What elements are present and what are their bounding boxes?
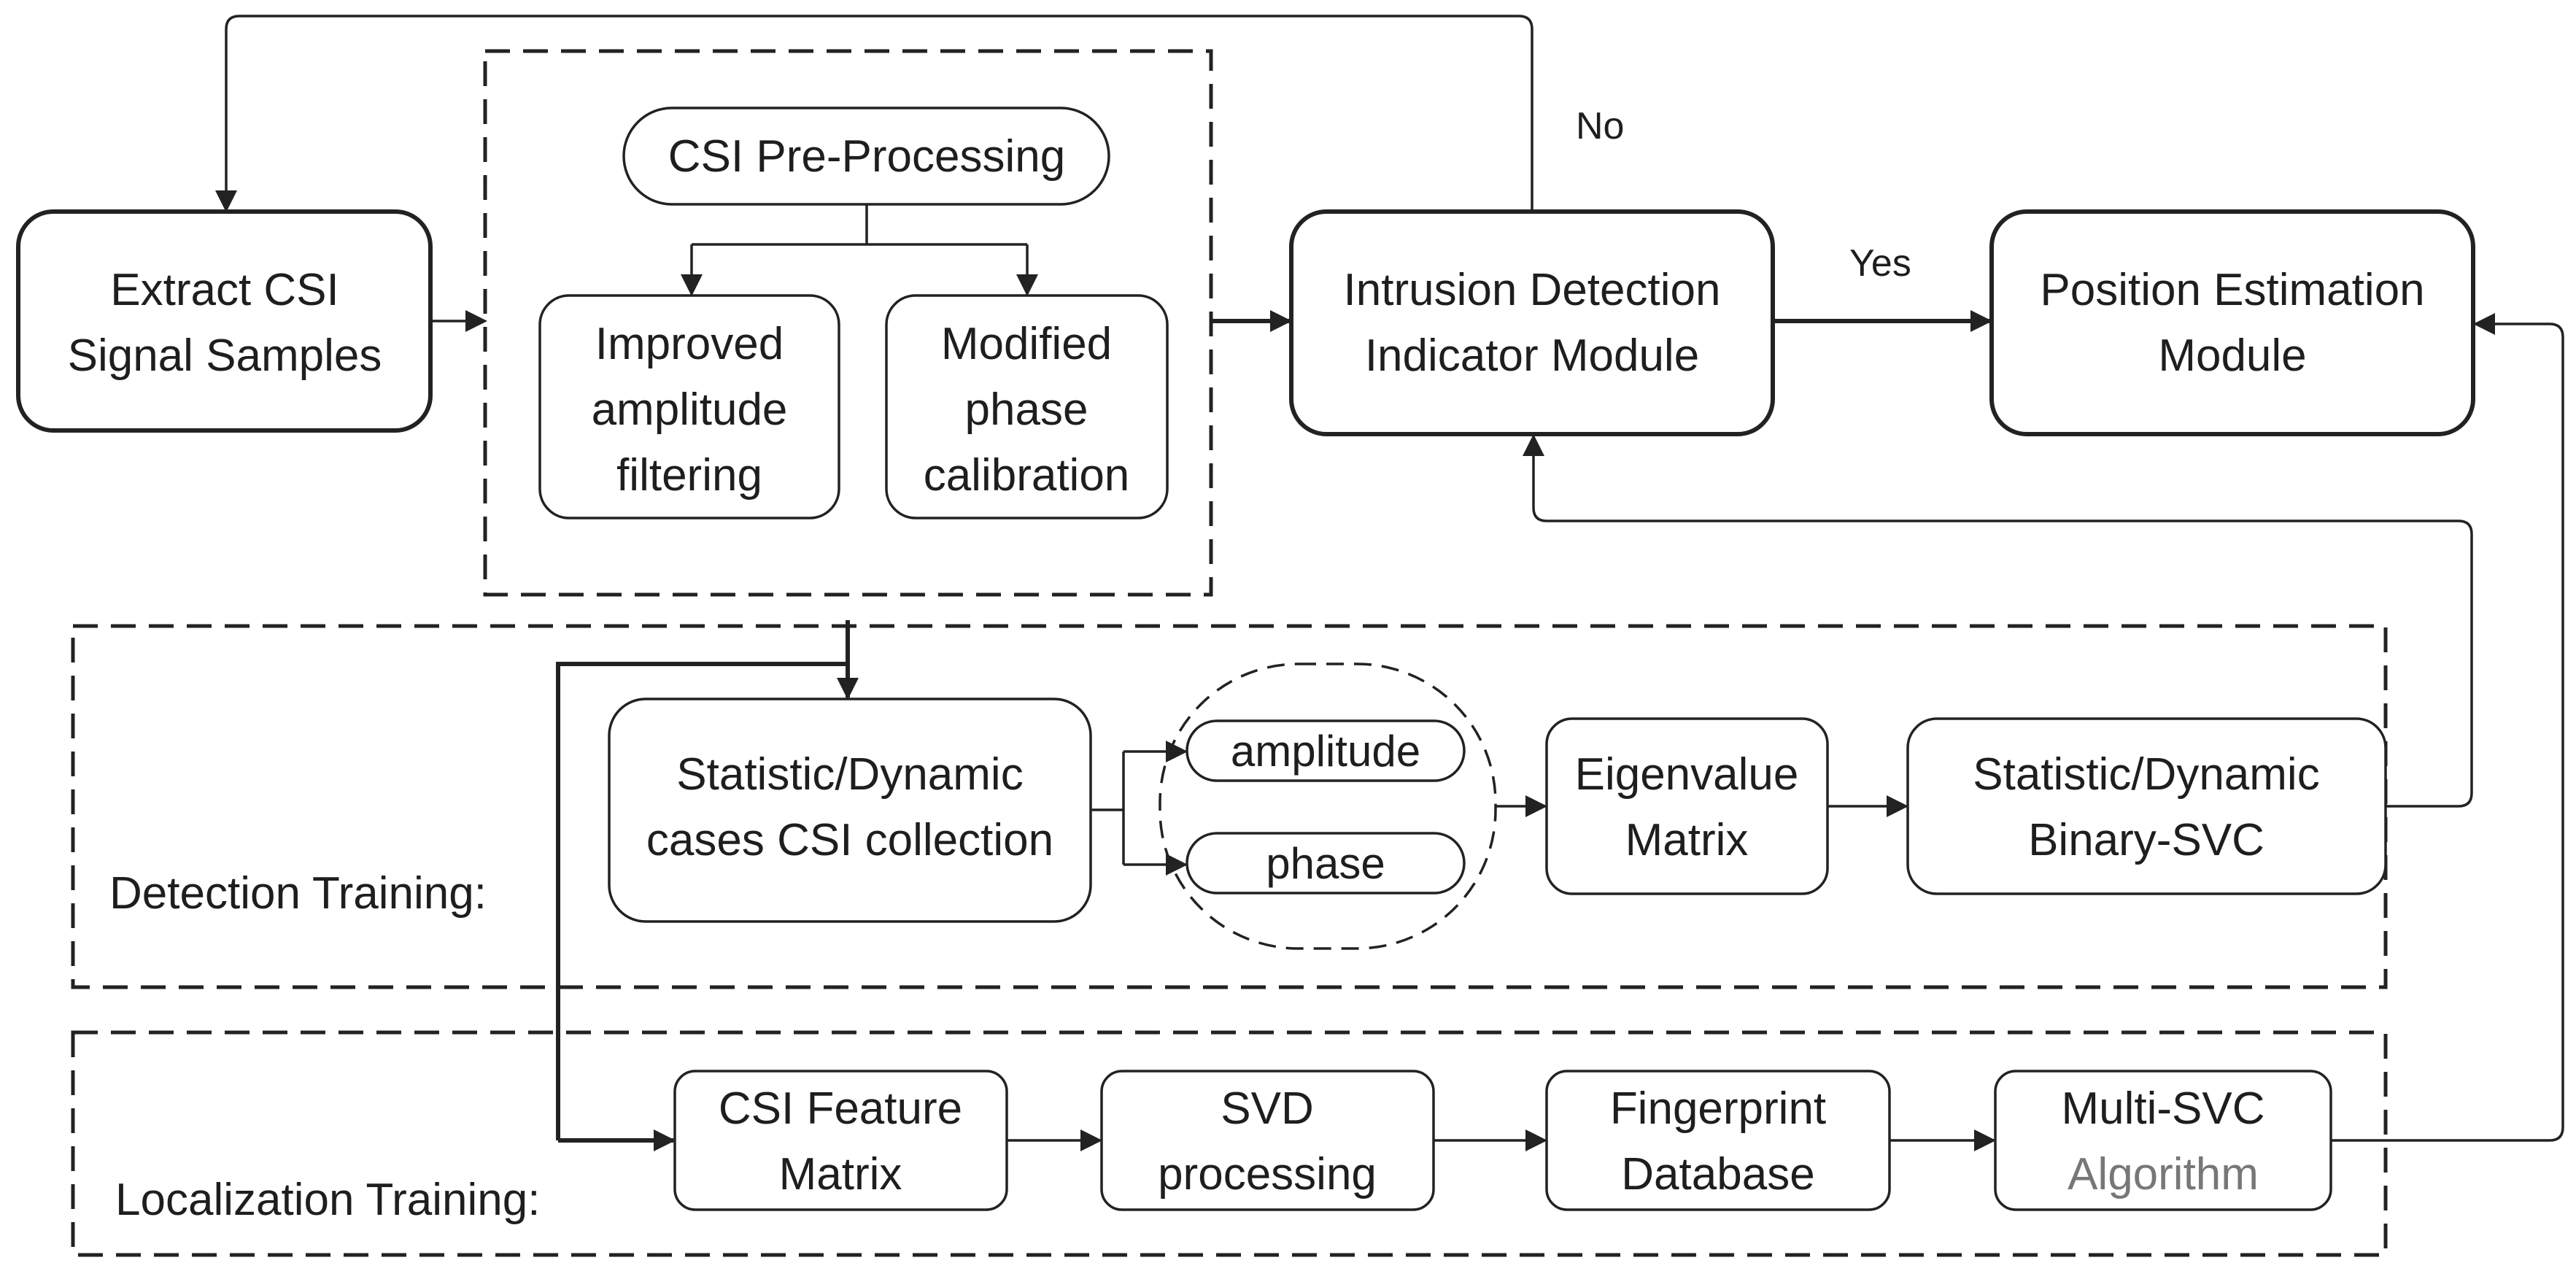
position-estimation-label-1: Position Estimation (2040, 265, 2424, 315)
svd-processing-label-2: processing (1158, 1149, 1377, 1199)
phase-calibration-label-3: calibration (924, 450, 1130, 501)
position-estimation-node (1989, 209, 2475, 436)
intrusion-detection-label-1: Intrusion Detection (1344, 265, 1721, 315)
feature-matrix-label-1: CSI Feature (719, 1083, 962, 1134)
localization-training-label: Localization Training: (115, 1175, 540, 1225)
csi-collection-label-2: cases CSI collection (646, 815, 1053, 865)
intrusion-detection-node (1289, 209, 1775, 436)
feature-matrix-label-2: Matrix (779, 1149, 902, 1199)
svd-processing-label-1: SVD (1221, 1083, 1313, 1134)
eigenvalue-matrix-label-1: Eigenvalue (1575, 749, 1799, 800)
no-loop-arrow (215, 15, 1533, 212)
phase-label: phase (1266, 839, 1385, 888)
eigenvalue-matrix-node (1545, 717, 1829, 895)
amplitude-label: amplitude (1231, 727, 1420, 776)
phase-calibration-label-2: phase (965, 385, 1088, 435)
binary-svc-to-intrusion-arrow (1523, 434, 2473, 808)
detection-training-label: Detection Training: (109, 868, 487, 919)
detection-training-region (71, 624, 2388, 989)
binary-svc-label-2: Binary-SVC (2028, 815, 2264, 865)
preprocess-branch-line (556, 662, 848, 1140)
no-edge-label: No (1576, 105, 1624, 147)
pre-processing-label: CSI Pre-Processing (668, 131, 1065, 182)
csi-collection-node (608, 698, 1092, 923)
features-group (1159, 662, 1497, 950)
yes-edge-label: Yes (1849, 242, 1911, 285)
fingerprint-db-label-2: Database (1621, 1149, 1814, 1199)
preprocess-split-lines (692, 204, 1027, 246)
extract-csi-node (16, 209, 433, 433)
multi-svc-label-1: Multi-SVC (2061, 1083, 2264, 1134)
phase-calibration-label-1: Modified (941, 319, 1112, 369)
binary-svc-label-1: Statistic/Dynamic (1973, 749, 2319, 800)
localization-training-region (71, 1030, 2388, 1257)
multi-svc-label-2: Algorithm (2068, 1149, 2259, 1199)
collection-split-lines (1091, 752, 1125, 865)
amplitude-filtering-label-2: amplitude (592, 385, 788, 435)
eigenvalue-matrix-label-2: Matrix (1625, 815, 1749, 865)
amplitude-filtering-label-1: Improved (595, 319, 784, 369)
csi-collection-label-1: Statistic/Dynamic (676, 749, 1023, 800)
multi-svc-to-position-arrow (2331, 313, 2564, 1142)
position-estimation-label-2: Module (2158, 331, 2306, 381)
binary-svc-node (1906, 717, 2387, 895)
extract-csi-label-1: Extract CSI (110, 265, 339, 315)
amplitude-filtering-label-3: filtering (616, 450, 762, 501)
extract-csi-label-2: Signal Samples (68, 331, 382, 381)
fingerprint-db-label-1: Fingerprint (1610, 1083, 1826, 1134)
intrusion-detection-label-2: Indicator Module (1365, 331, 1699, 381)
